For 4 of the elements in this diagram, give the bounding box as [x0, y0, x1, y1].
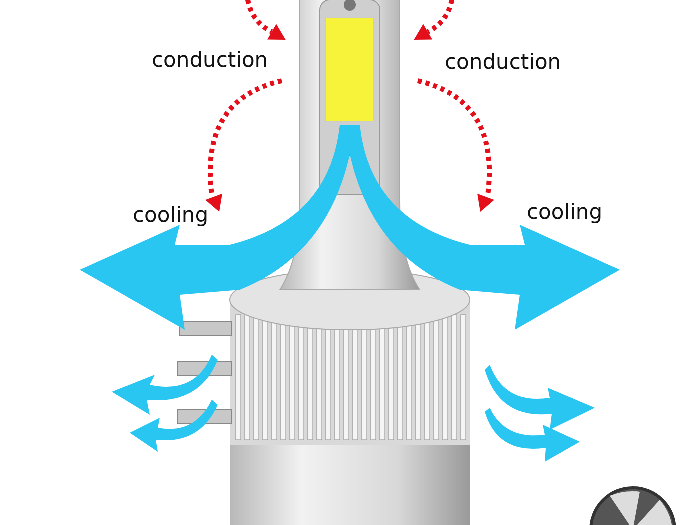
- callout-label: cooling: [527, 202, 603, 223]
- callout-label: cooling: [133, 205, 209, 226]
- callout-label: conduction: [152, 50, 268, 71]
- callout-label: conduction: [445, 52, 562, 73]
